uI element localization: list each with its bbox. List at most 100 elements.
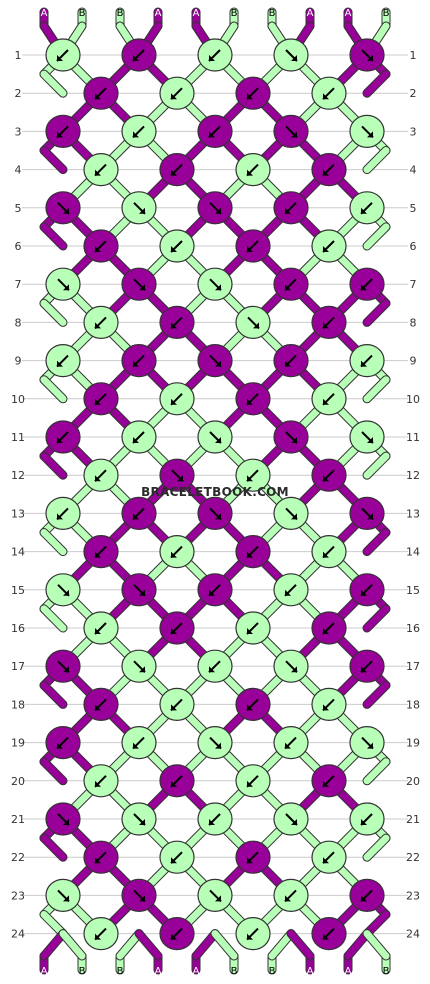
arrow-head — [171, 551, 177, 558]
row-number-right: 13 — [406, 507, 420, 520]
arrow-head — [95, 169, 101, 176]
watermark-text: BRACELETBOOK.COM — [141, 485, 289, 499]
row-number-left: 12 — [11, 469, 25, 482]
arrow-head — [361, 589, 367, 596]
arrow-head — [247, 933, 253, 940]
arrow-head — [291, 819, 297, 825]
arrow-head — [95, 398, 101, 405]
arrow-head — [247, 475, 253, 482]
arrow-head — [139, 895, 145, 902]
strand-label-bottom: A — [41, 966, 48, 977]
row-number-left: 4 — [15, 164, 22, 177]
arrow-head — [367, 131, 373, 138]
strand-label-bottom: B — [79, 966, 86, 977]
arrow-head — [215, 360, 221, 367]
row-number-right: 1 — [410, 49, 417, 62]
arrow-head — [95, 933, 101, 940]
row-number-right: 16 — [406, 622, 420, 635]
arrow-head — [247, 93, 253, 100]
arrow-head — [285, 207, 291, 214]
arrow-head — [323, 780, 329, 787]
thread-segment — [40, 834, 67, 861]
arrow-head — [95, 704, 101, 711]
arrow-head — [171, 704, 177, 711]
thread-segment — [363, 452, 390, 479]
thread-segment — [363, 147, 390, 174]
arrow-head — [291, 437, 297, 443]
thread-segment — [40, 147, 67, 174]
arrow-head — [323, 93, 329, 100]
thread-segment — [40, 70, 67, 97]
arrow-head — [209, 666, 215, 673]
row-number-right: 2 — [410, 87, 417, 100]
arrow-head — [133, 742, 139, 749]
arrow-head — [57, 742, 63, 749]
strand-label-bottom: B — [117, 966, 124, 977]
arrow-head — [95, 322, 101, 329]
thread-segment — [344, 930, 371, 960]
row-number-right: 6 — [410, 240, 417, 253]
thread-segment — [40, 223, 67, 250]
row-number-left: 16 — [11, 622, 25, 635]
arrow-head — [247, 169, 253, 176]
row-number-left: 15 — [11, 584, 25, 597]
arrow-head — [247, 246, 253, 252]
row-number-right: 7 — [410, 278, 417, 291]
arrow-head — [171, 857, 177, 864]
arrow-head — [57, 437, 63, 443]
arrow-head — [63, 819, 69, 825]
row-number-right: 17 — [406, 660, 420, 673]
row-number-left: 19 — [11, 737, 25, 750]
thread-segment — [40, 529, 67, 556]
row-number-right: 21 — [406, 813, 420, 826]
strand-label-bottom: A — [193, 966, 200, 977]
thread-segment — [287, 930, 314, 960]
arrow-head — [63, 589, 69, 596]
arrow-head — [291, 55, 297, 61]
row-number-left: 14 — [11, 546, 25, 559]
arrow-head — [133, 513, 139, 520]
arrow-head — [133, 437, 139, 443]
row-number-left: 3 — [15, 125, 22, 138]
arrow-head — [215, 513, 221, 520]
arrow-head — [285, 742, 291, 749]
arrow-head — [323, 933, 329, 940]
thread-segment — [363, 223, 390, 250]
arrow-head — [139, 666, 145, 673]
row-number-left: 18 — [11, 698, 25, 711]
arrow-head — [171, 322, 177, 329]
arrow-head — [95, 780, 101, 787]
arrow-head — [247, 780, 253, 787]
row-number-left: 7 — [15, 278, 22, 291]
arrow-head — [215, 284, 221, 291]
row-number-right: 20 — [406, 775, 420, 788]
arrow-head — [63, 666, 69, 673]
arrow-head — [285, 895, 291, 902]
arrow-head — [361, 360, 367, 367]
arrow-head — [209, 589, 215, 596]
arrow-head — [291, 513, 297, 520]
thread-segment — [363, 834, 390, 861]
arrow-head — [323, 246, 329, 252]
row-number-left: 5 — [15, 202, 22, 215]
arrow-head — [253, 322, 259, 329]
arrow-head — [139, 819, 145, 825]
arrow-head — [57, 513, 63, 520]
thread-segment — [268, 930, 295, 960]
row-number-left: 13 — [11, 507, 25, 520]
row-number-left: 23 — [11, 889, 25, 902]
arrow-head — [323, 398, 329, 405]
row-number-right: 4 — [410, 164, 417, 177]
arrow-head — [215, 437, 221, 443]
arrow-head — [361, 895, 367, 902]
row-number-right: 19 — [406, 737, 420, 750]
thread-segment — [40, 299, 67, 326]
arrow-head — [247, 398, 253, 405]
arrow-head — [291, 666, 297, 673]
thread-segment — [40, 452, 67, 479]
arrow-head — [367, 55, 373, 61]
thread-segment — [40, 605, 67, 632]
row-number-right: 15 — [406, 584, 420, 597]
row-number-right: 11 — [406, 431, 420, 444]
